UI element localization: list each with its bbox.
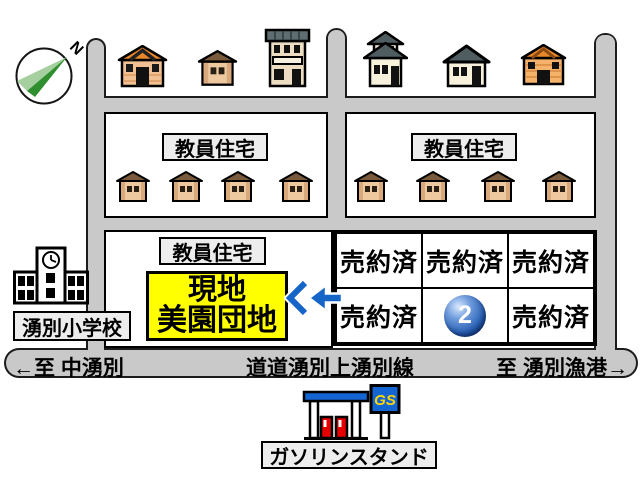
teacher-housing-text: 教員住宅 [175,138,255,161]
small-hut-icon [169,171,203,202]
small-hut-icon [197,50,238,86]
school-building-icon [13,246,89,305]
lot-cell-sold: 売約済 [422,233,508,288]
small-hut-icon [354,171,388,202]
road-horizontal-2 [88,218,615,232]
road-main [6,350,636,376]
sold-text: 売約済 [425,248,504,277]
small-hut-icon [416,171,450,202]
lot-cell-available: 2 [422,288,508,343]
small-hut-icon [481,171,515,202]
lot-number-badge: 2 [444,294,486,337]
lot-grid: 売約済 売約済 売約済 売約済 2 売約済 [333,230,597,346]
lot-number-text: 2 [458,301,472,329]
school-label-text: 湧別小学校 [22,317,122,340]
teacher-housing-label-east: 教員住宅 [411,133,517,161]
teacher-housing-label-site-block: 教員住宅 [159,237,266,265]
two-story-building-icon [264,28,311,88]
gs-sign-text: GS [374,392,396,409]
site-sign-line2: 美園団地 [157,304,277,338]
school-label: 湧別小学校 [13,311,131,341]
lot-cell-sold: 売約済 [508,288,594,343]
small-hut-icon [221,171,255,202]
small-hut-icon [279,171,313,202]
sold-text: 売約済 [511,303,590,332]
road-destination-right: 至 湧別漁港→ [496,357,628,380]
site-pointer-arrow-icon [284,279,342,317]
teacher-housing-text: 教員住宅 [424,138,504,161]
site-sign-line1: 現地 [187,274,246,307]
sold-text: 売約済 [339,248,418,277]
road-vertical-left [88,40,104,352]
sold-text: 売約済 [511,248,590,277]
log-house-icon [520,44,567,86]
small-hut-icon [542,171,576,202]
lot-cell-sold: 売約済 [336,233,422,288]
site-sign: 現地 美園団地 [146,271,288,341]
road-name: 道道湧別上湧別線 [246,357,414,380]
lot-cell-sold: 売約済 [336,288,422,343]
road-vertical-right [596,35,615,352]
gray-roof-house-icon [442,44,491,88]
small-hut-icon [116,171,150,202]
two-story-house-icon [363,31,408,88]
road-horizontal-1 [88,98,615,112]
teacher-housing-text: 教員住宅 [172,242,253,265]
gas-station-label: ガソリンスタンド [261,441,437,469]
lot-cell-sold: 売約済 [508,233,594,288]
compass-north-icon [15,47,73,105]
sold-text: 売約済 [339,303,418,332]
gas-station-icon: GS [302,384,401,440]
orange-roof-house-icon [117,45,168,88]
road-vertical-middle [328,30,345,232]
teacher-housing-label-west: 教員住宅 [162,133,268,161]
gas-station-label-text: ガソリンスタンド [269,446,429,469]
road-destination-left: ←至 中湧別 [13,357,124,380]
